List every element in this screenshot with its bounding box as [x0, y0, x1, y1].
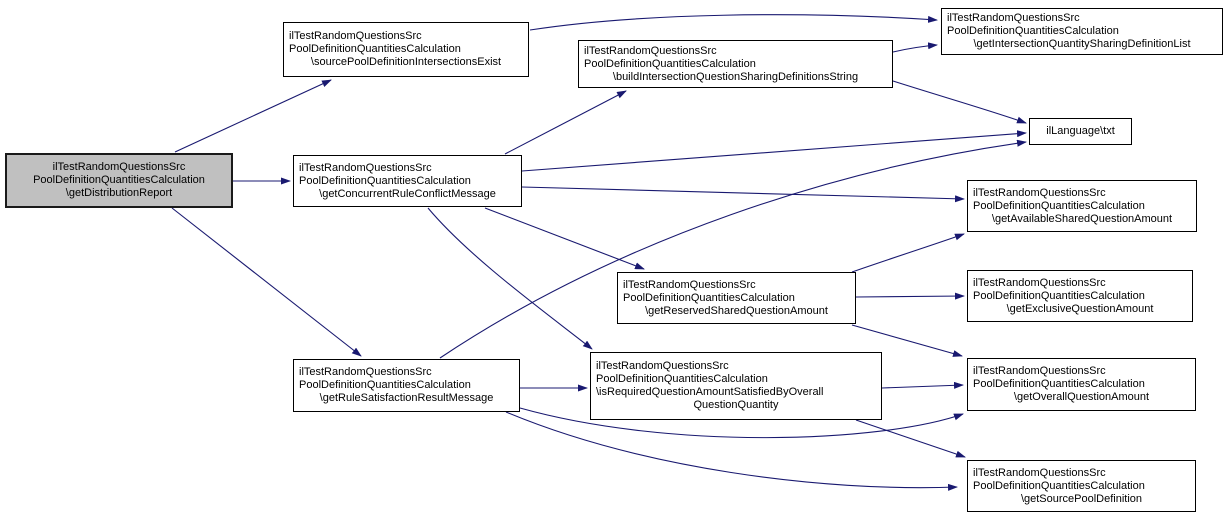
- node-label-line: ilTestRandomQuestionsSrc: [596, 360, 729, 372]
- edge-getConcurrentRuleConflictMessage-to-ilLanguage-txt: [521, 130, 1027, 172]
- node-label-line: QuestionQuantity: [693, 399, 779, 411]
- node-label-line: PoolDefinitionQuantitiesCalculation: [973, 199, 1145, 212]
- node-label-line: \getExclusiveQuestionAmount: [1006, 302, 1154, 315]
- edge-getRuleSatisfactionResultMessage-to-ilLanguage-txt: [439, 139, 1027, 359]
- node-label-line: \buildIntersectionQuestionSharingDefinit…: [612, 70, 859, 83]
- edge-getConcurrentRuleConflictMessage-to-getAvailableSharedQuestionAmount: [521, 186, 965, 203]
- node-label-line: ilTestRandomQuestionsSrc: [299, 366, 432, 378]
- edge-getRuleSatisfactionResultMessage-to-getSourcePoolDefinition: [505, 411, 958, 491]
- edge-getConcurrentRuleConflictMessage-to-isRequiredQuestionAmountSatisfiedByOverallQuestionQuantity: [427, 207, 593, 350]
- node-label-line: ilTestRandomQuestionsSrc: [623, 278, 756, 291]
- node-label-line: \getIntersectionQuantitySharingDefinitio…: [973, 38, 1191, 50]
- node-label-line: PoolDefinitionQuantitiesCalculation: [623, 291, 795, 304]
- node-label-line: \getReservedSharedQuestionAmount: [645, 304, 828, 317]
- node-label-line: \getDistributionReport: [65, 187, 173, 199]
- edge-getReservedSharedQuestionAmount-to-getExclusiveQuestionAmount: [855, 292, 965, 300]
- node-label-line: ilLanguage\txt: [1046, 125, 1115, 137]
- edge-isRequiredQuestionAmountSatisfiedByOverallQuestionQuantity-to-getSourcePoolDefinition: [855, 419, 966, 458]
- node-label-line: ilTestRandomQuestionsSrc: [973, 276, 1106, 289]
- node-label-line: PoolDefinitionQuantitiesCalculation: [973, 479, 1145, 492]
- node-label-line: PoolDefinitionQuantitiesCalculation: [33, 174, 205, 186]
- node-label-line: \getConcurrentRuleConflictMessage: [319, 187, 496, 200]
- edge-getConcurrentRuleConflictMessage-to-getReservedSharedQuestionAmount: [484, 207, 645, 270]
- node-label-line: PoolDefinitionQuantitiesCalculation: [596, 373, 768, 385]
- node-label-line: PoolDefinitionQuantitiesCalculation: [947, 25, 1119, 37]
- edge-getConcurrentRuleConflictMessage-to-buildIntersectionQuestionSharingDefinitionsString: [504, 90, 627, 155]
- node-label-line: \getOverallQuestionAmount: [1013, 391, 1150, 403]
- edge-getReservedSharedQuestionAmount-to-getOverallQuestionAmount: [851, 324, 963, 357]
- node-label-line: PoolDefinitionQuantitiesCalculation: [289, 43, 461, 55]
- node-label-line: PoolDefinitionQuantitiesCalculation: [584, 57, 756, 70]
- node-label-line: ilTestRandomQuestionsSrc: [973, 365, 1106, 377]
- node-label-line: \getRuleSatisfactionResultMessage: [319, 392, 494, 404]
- node-label-line: ilTestRandomQuestionsSrc: [973, 186, 1106, 199]
- node-label-line: ilTestRandomQuestionsSrc: [299, 161, 432, 174]
- edges-group: [171, 14, 1027, 491]
- node-label-line: PoolDefinitionQuantitiesCalculation: [299, 379, 471, 391]
- node-label-line: \sourcePoolDefinitionIntersectionsExist: [310, 56, 502, 68]
- edge-getRuleSatisfactionResultMessage-to-getOverallQuestionAmount: [519, 407, 964, 439]
- node-label-line: PoolDefinitionQuantitiesCalculation: [973, 378, 1145, 390]
- node-label-line: ilTestRandomQuestionsSrc: [584, 44, 717, 57]
- node-ilLanguage-txt[interactable]: ilLanguage\txt: [1029, 118, 1132, 145]
- edge-buildIntersectionQuestionSharingDefinitionsString-to-ilLanguage-txt: [892, 80, 1027, 124]
- node-label-line: \getAvailableSharedQuestionAmount: [991, 212, 1173, 225]
- node-label-line: ilTestRandomQuestionsSrc: [947, 12, 1080, 24]
- node-label-line: ilTestRandomQuestionsSrc: [289, 30, 422, 42]
- node-label-line: PoolDefinitionQuantitiesCalculation: [973, 289, 1145, 302]
- edge-getDistributionReport-to-sourcePoolDefinitionIntersectionsExist: [174, 79, 332, 153]
- edge-buildIntersectionQuestionSharingDefinitionsString-to-getIntersectionQuantitySharingDefinitionList: [892, 42, 938, 53]
- node-label-line: \getSourcePoolDefinition: [1020, 492, 1143, 505]
- node-label-line: PoolDefinitionQuantitiesCalculation: [299, 174, 471, 187]
- edge-getReservedSharedQuestionAmount-to-getAvailableSharedQuestionAmount: [851, 233, 965, 273]
- node-label-line: ilTestRandomQuestionsSrc: [52, 161, 186, 173]
- edge-isRequiredQuestionAmountSatisfiedByOverallQuestionQuantity-to-getOverallQuestionAmount: [881, 381, 964, 389]
- edge-sourcePoolDefinitionIntersectionsExist-to-getIntersectionQuantitySharingDefinitionList: [529, 14, 938, 31]
- node-label-line: \isRequiredQuestionAmountSatisfiedByOver…: [596, 386, 824, 398]
- node-label-line: ilTestRandomQuestionsSrc: [973, 466, 1106, 479]
- edge-getDistributionReport-to-getRuleSatisfactionResultMessage: [171, 207, 362, 357]
